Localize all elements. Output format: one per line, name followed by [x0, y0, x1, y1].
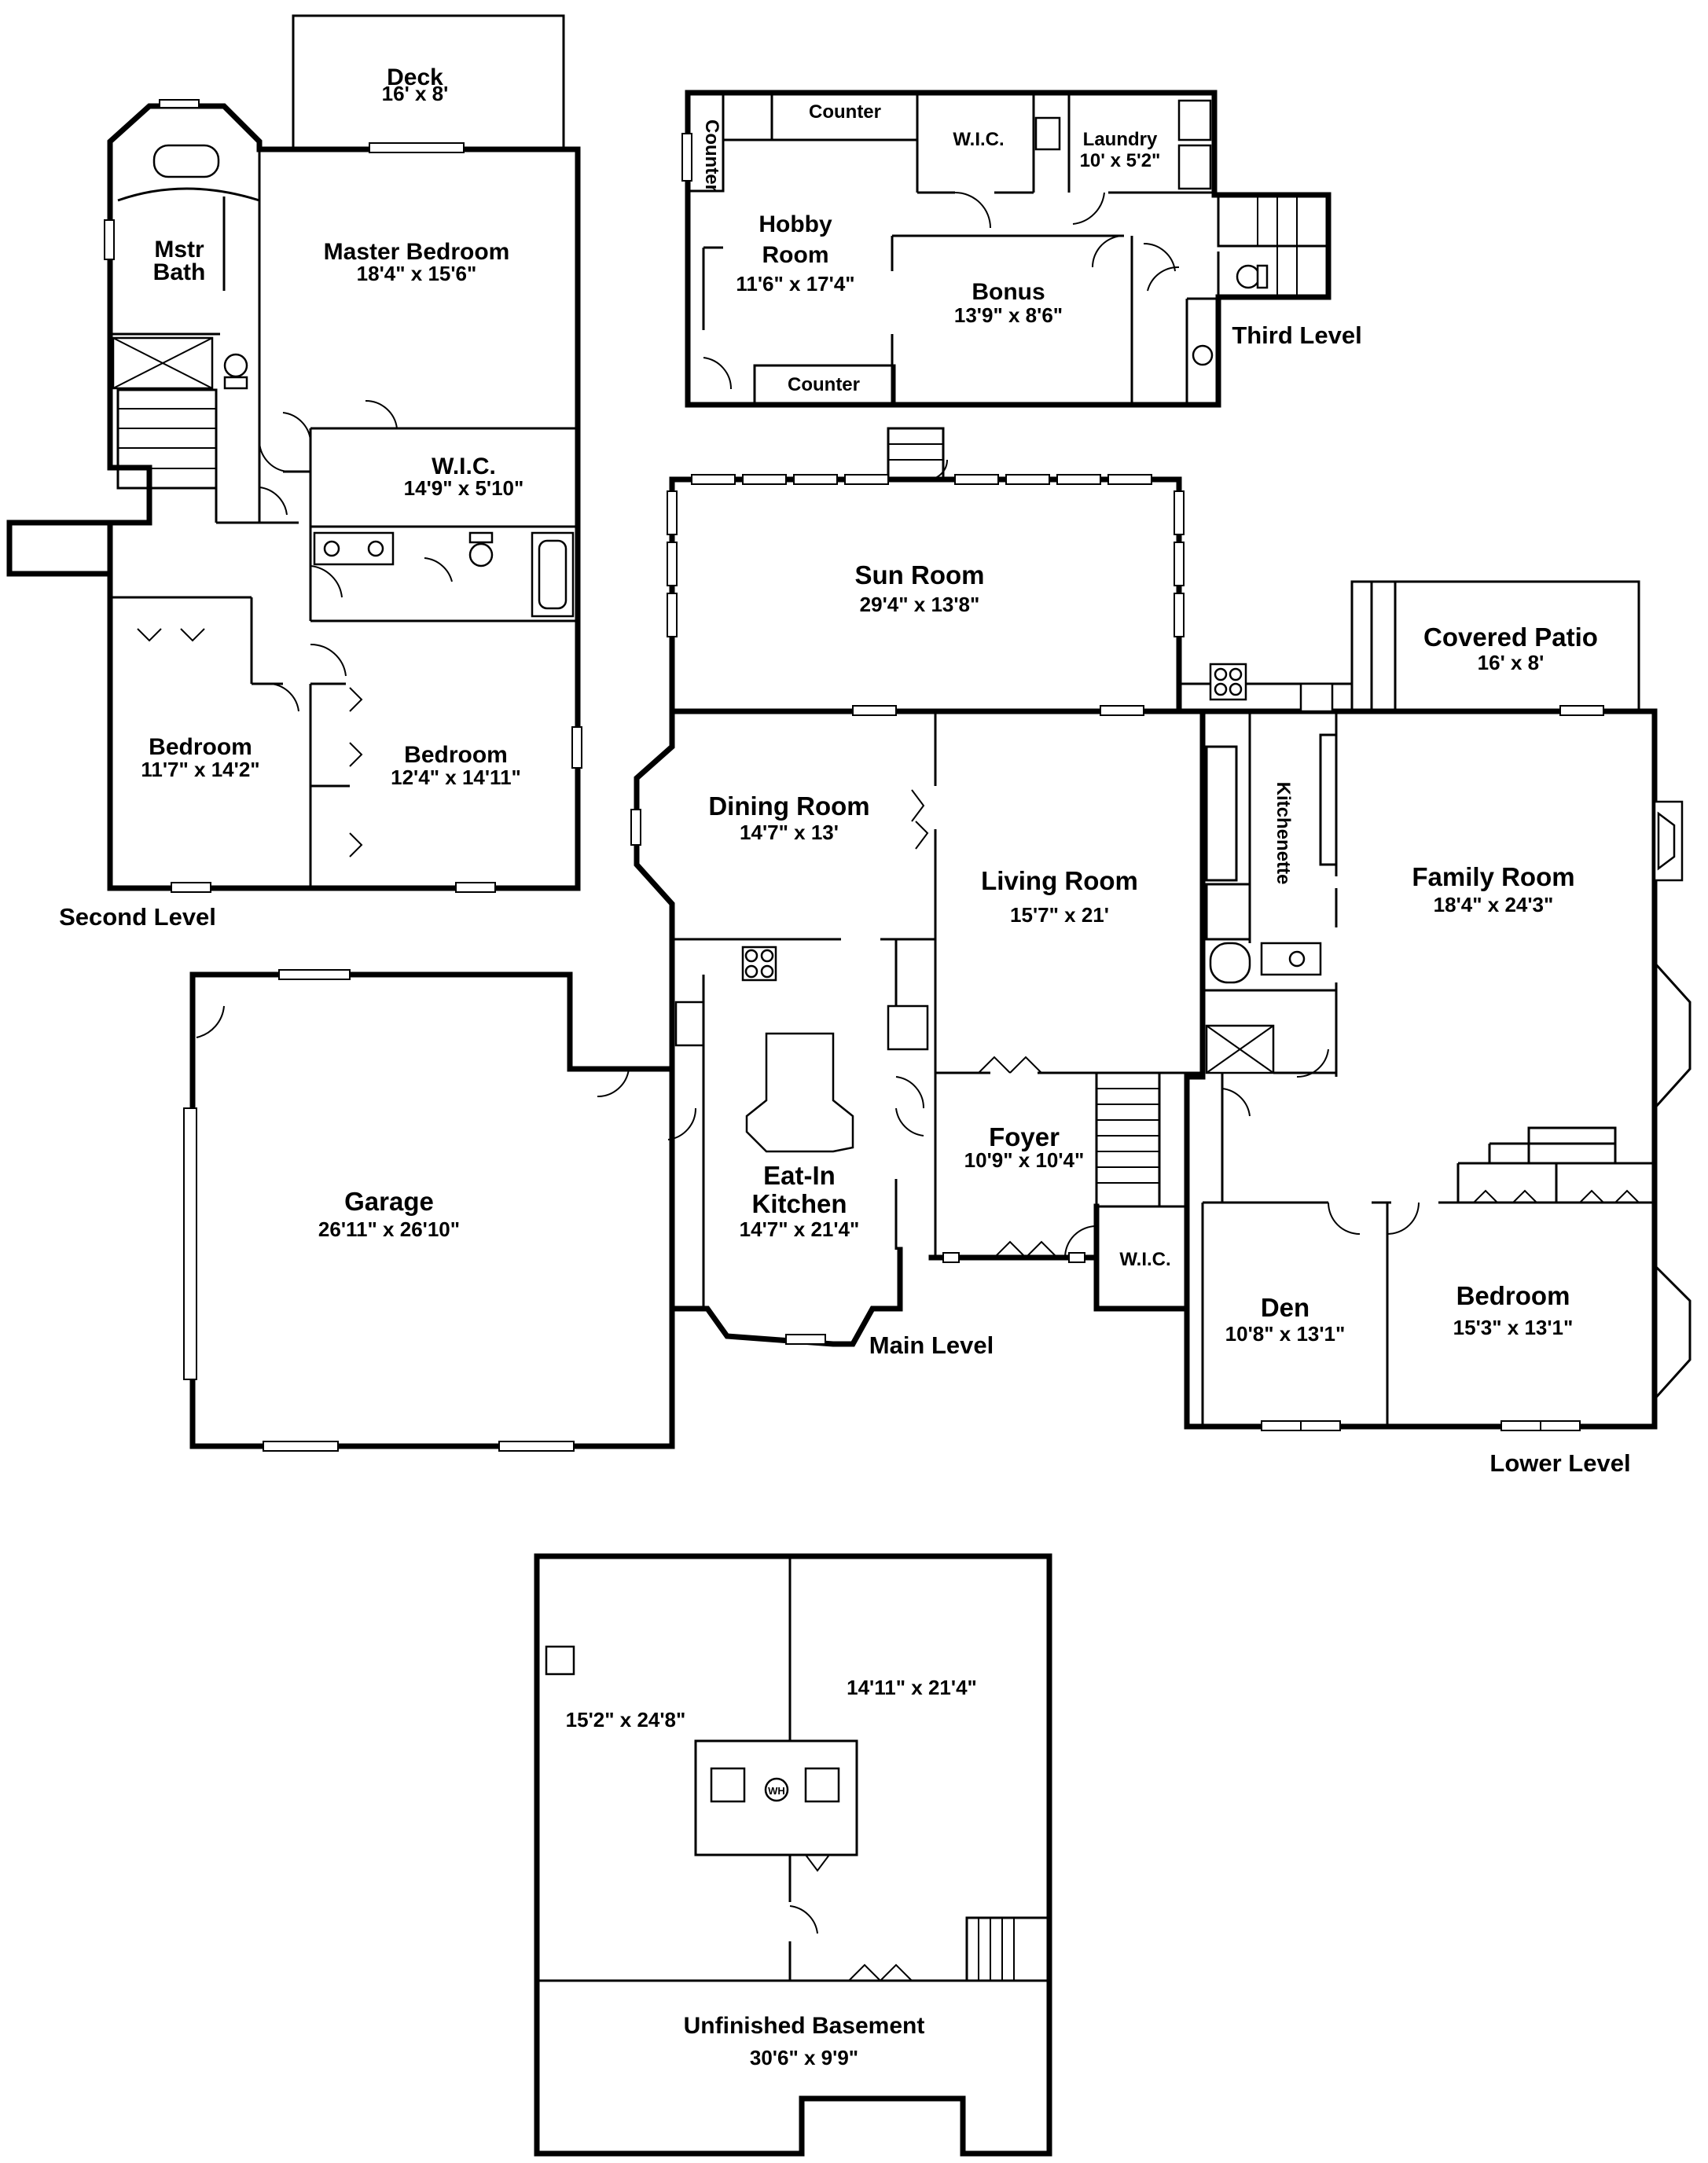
third-level-title: Third Level [1232, 321, 1361, 349]
garage-plan [183, 969, 697, 1452]
bathtub [152, 144, 220, 178]
kitchenette-counter [1205, 745, 1238, 882]
foyer-label: Foyer [989, 1122, 1060, 1151]
master-bath-label: Mstr [154, 237, 204, 263]
bonus-dimensions: 13'9" x 8'6" [954, 303, 1063, 327]
master-bath-label-2: Bath [153, 259, 206, 285]
den-label: Den [1261, 1293, 1309, 1322]
dining-room-dimensions: 14'7" x 13' [740, 821, 839, 844]
unfinished-basement-dimensions: 30'6" x 9'9" [750, 2046, 858, 2069]
deck-label: Deck [387, 64, 443, 90]
kitchen-island [745, 1032, 854, 1153]
water-heater-label: WH [768, 1785, 785, 1797]
garage-label: Garage [344, 1187, 434, 1216]
hobby-room-dimensions: 11'6" x 17'4" [736, 272, 854, 296]
den-dimensions: 10'8" x 13'1" [1225, 1322, 1346, 1346]
stairs-basement [965, 1916, 1051, 1982]
toilet [223, 353, 248, 378]
second-level-plan [6, 14, 582, 893]
lower-cooktop [1209, 663, 1247, 701]
foyer-dimensions: 10'9" x 10'4" [964, 1148, 1085, 1172]
kitchen-dimensions: 14'7" x 21'4" [740, 1217, 860, 1241]
bedroom-right-label: Bedroom [404, 742, 508, 768]
living-room-dimensions: 15'7" x 21' [1010, 903, 1109, 927]
laundry-dimensions: 10' x 5'2" [1080, 150, 1161, 171]
dining-room-label: Dining Room [708, 791, 869, 821]
wic-second-label: W.I.C. [432, 454, 496, 479]
garage-dimensions: 26'11" x 26'10" [318, 1217, 460, 1241]
bedroom-lower-dimensions: 15'3" x 13'1" [1453, 1316, 1574, 1339]
covered-patio-label: Covered Patio [1423, 622, 1598, 652]
covered-patio-dimensions: 16' x 8' [1478, 651, 1545, 674]
laundry-label: Laundry [1083, 129, 1158, 150]
bedroom-right-dimensions: 12'4" x 14'11" [391, 766, 521, 789]
living-room-label: Living Room [981, 866, 1138, 895]
furnace [710, 1767, 746, 1803]
water-softener [804, 1767, 840, 1803]
kitchen-sink [674, 1001, 705, 1047]
room-labels: Deck 16' x 8' Mstr Bath Master Bedroom 1… [59, 64, 1631, 2069]
family-room-dimensions: 18'4" x 24'3" [1434, 893, 1554, 916]
washer [1177, 99, 1212, 141]
kitchenette-label: Kitchenette [1273, 782, 1294, 885]
toilet-2 [468, 542, 494, 567]
dryer [1177, 144, 1212, 190]
sink [1034, 116, 1061, 151]
kitchen-label: Eat-In [763, 1161, 836, 1190]
window [159, 99, 200, 108]
bonus-label: Bonus [972, 279, 1045, 305]
lower-toilet [1209, 942, 1251, 984]
basement-plan [534, 1553, 1052, 2157]
kitchen-label-2: Kitchen [751, 1189, 847, 1218]
master-bedroom-dimensions: 18'4" x 15'6" [357, 262, 477, 285]
second-level-title: Second Level [59, 903, 216, 931]
deck-dimensions: 16' x 8' [382, 82, 449, 105]
basement-left-dimensions: 15'2" x 24'8" [566, 1708, 686, 1732]
basement-right-dimensions: 14'11" x 21'4" [847, 1676, 977, 1699]
hobby-room-label: Hobby [758, 211, 832, 237]
wic-lower-label: W.I.C. [1119, 1249, 1170, 1270]
unfinished-basement-label: Unfinished Basement [684, 2013, 925, 2039]
bedroom-left-dimensions: 11'7" x 14'2" [141, 758, 259, 781]
third-level-plan [681, 90, 1332, 408]
family-room-label: Family Room [1412, 862, 1574, 891]
counter-bottom-label: Counter [788, 374, 860, 395]
garage-door [183, 1107, 197, 1380]
mechanical-room [694, 1739, 858, 1856]
sun-room-label: Sun Room [855, 560, 985, 589]
stairs-second [116, 388, 218, 490]
counter-top-label: Counter [809, 101, 881, 123]
lower-level-title: Lower Level [1489, 1449, 1630, 1477]
sun-room-dimensions: 29'4" x 13'8" [860, 593, 980, 616]
main-level-title: Main Level [869, 1331, 994, 1359]
sun-room-plan [667, 427, 1185, 714]
lower-level-plan [1184, 663, 1691, 1431]
hobby-room-label-2: Room [762, 242, 829, 268]
master-bedroom-label: Master Bedroom [324, 239, 510, 265]
water-heater [764, 1777, 789, 1802]
counter-side-label: Counter [701, 119, 722, 192]
wic-second-dimensions: 14'9" x 5'10" [404, 476, 524, 500]
counter-bottom [753, 364, 896, 406]
wic-third-label: W.I.C. [953, 129, 1004, 150]
stairs-main [1095, 1071, 1161, 1208]
bedroom-left-label: Bedroom [149, 734, 252, 760]
bedroom-lower-label: Bedroom [1456, 1281, 1570, 1310]
basement-sink [545, 1645, 575, 1676]
refrigerator [887, 1004, 929, 1051]
